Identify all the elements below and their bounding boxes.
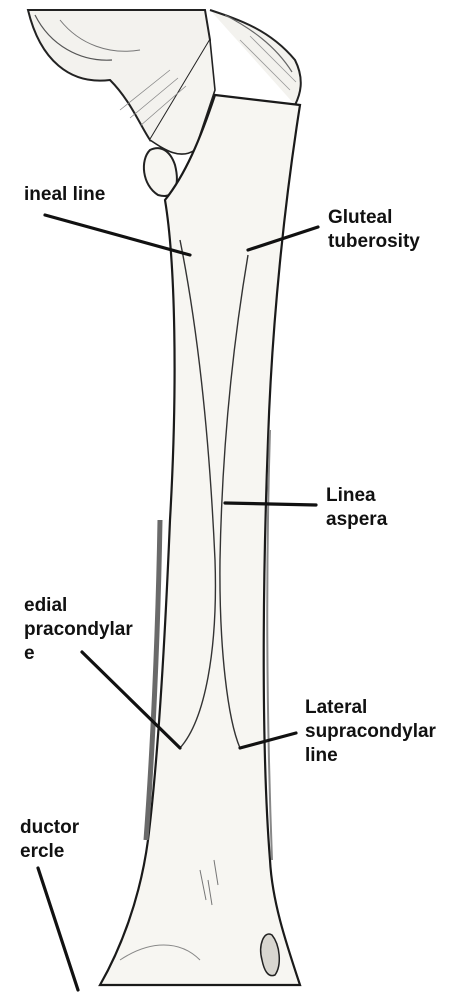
- femur-shaft: [100, 95, 300, 985]
- label-gluteal-tuberosity: Gluteal tuberosity: [328, 206, 420, 254]
- label-adductor-tubercle: ductor ercle: [20, 816, 79, 864]
- leader-adductor-tubercle: [38, 868, 78, 990]
- leader-linea-aspera: [225, 503, 316, 505]
- label-lateral-supracondylar-line: Lateral supracondylar line: [305, 696, 436, 768]
- label-medial-supracondylar-line: edial pracondylar e: [24, 594, 133, 666]
- label-pectineal-line: ineal line: [24, 183, 105, 207]
- label-linea-aspera: Linea aspera: [326, 484, 387, 532]
